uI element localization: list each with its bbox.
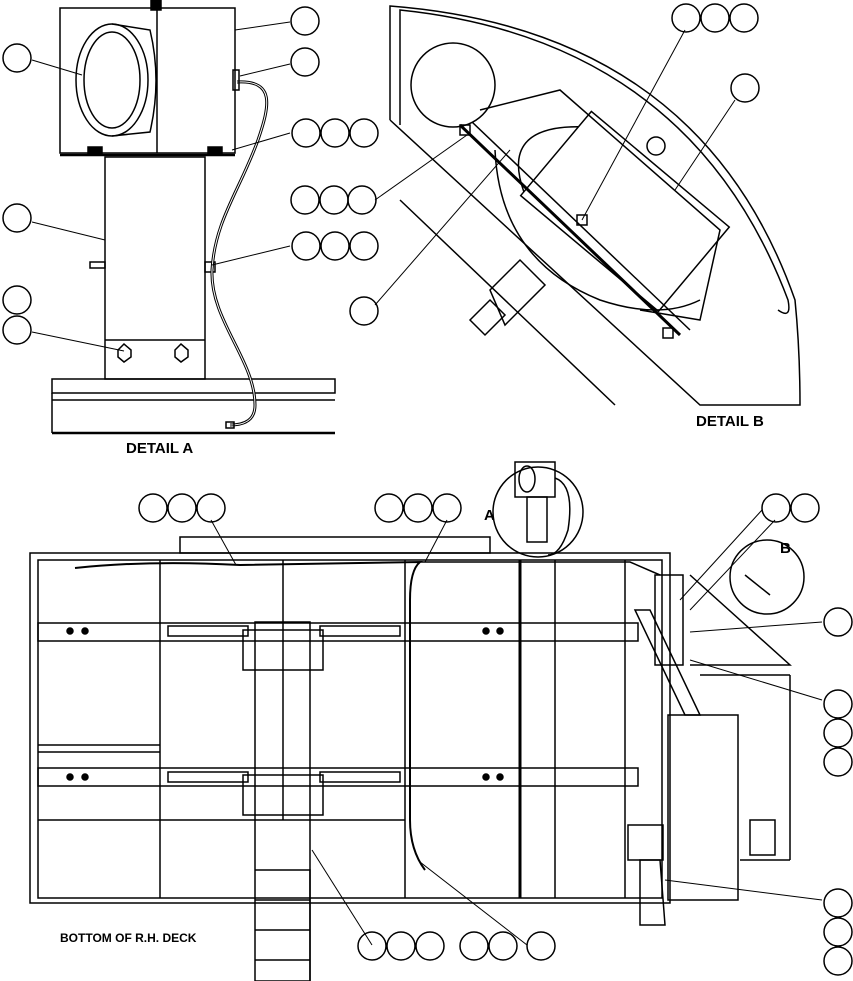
lamp-post bbox=[104, 156, 206, 380]
detail-a-caption: DETAIL A bbox=[126, 440, 194, 457]
detail-a-callouts bbox=[2, 6, 379, 345]
detail-b-view bbox=[349, 3, 801, 406]
deck-callouts bbox=[138, 493, 853, 976]
detail-b-callouts bbox=[349, 3, 760, 326]
lamp-housing bbox=[59, 7, 236, 154]
discharge-chute bbox=[254, 621, 311, 981]
detail-b-marker: B bbox=[780, 540, 791, 557]
detail-b-marker-circle bbox=[729, 539, 805, 615]
detail-a-leaders bbox=[31, 21, 291, 352]
deck-caption: BOTTOM OF R.H. DECK bbox=[60, 931, 197, 945]
deck-frame bbox=[29, 552, 671, 904]
detail-a-marker: A bbox=[484, 507, 495, 524]
deck-leaders bbox=[210, 509, 823, 946]
detail-a-view bbox=[2, 0, 379, 435]
sector-outline bbox=[389, 5, 801, 406]
lamp-lens bbox=[75, 23, 149, 137]
deck-wire bbox=[74, 560, 426, 871]
detail-b-caption: DETAIL B bbox=[696, 413, 764, 430]
deck-view bbox=[29, 461, 853, 981]
detail-b-leaders bbox=[374, 29, 736, 306]
detail-a-marker-circle bbox=[492, 466, 584, 558]
deck-bolts bbox=[66, 627, 504, 781]
